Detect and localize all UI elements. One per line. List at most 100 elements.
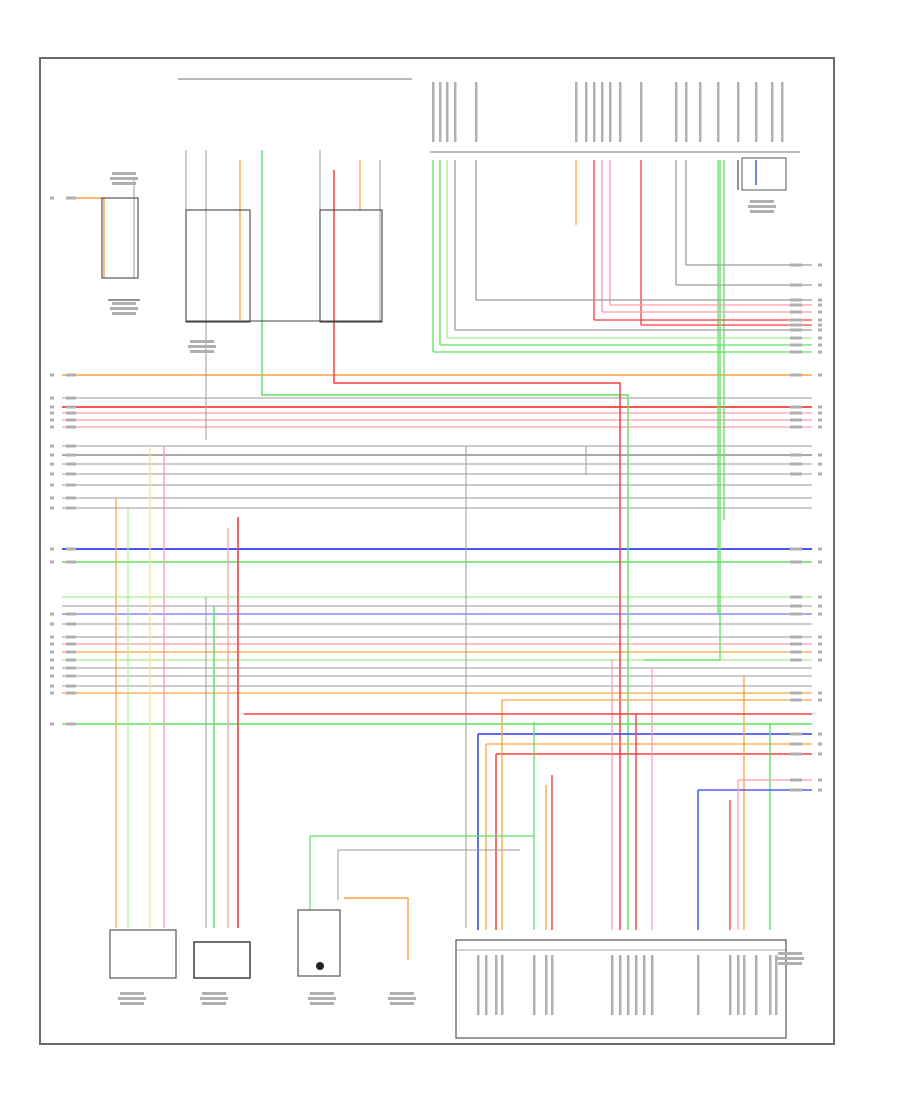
label-mark-42 xyxy=(50,658,54,662)
label-mark-36 xyxy=(50,635,54,639)
label-mark-143 xyxy=(781,82,784,142)
label-mark-168 xyxy=(110,307,138,310)
label-mark-38 xyxy=(50,642,54,646)
label-mark-129 xyxy=(575,82,578,142)
switch-group-b xyxy=(319,209,383,323)
label-mark-4 xyxy=(50,396,54,400)
label-mark-64 xyxy=(790,318,802,322)
label-mark-31 xyxy=(66,560,76,564)
label-mark-106 xyxy=(790,650,802,654)
label-mark-79 xyxy=(818,405,822,409)
label-mark-2 xyxy=(50,373,54,377)
label-mark-108 xyxy=(790,658,802,662)
label-mark-94 xyxy=(790,560,802,564)
diagram-frame xyxy=(39,57,835,1045)
wire-green-88 xyxy=(644,160,721,661)
label-mark-148 xyxy=(533,955,536,1015)
label-mark-86 xyxy=(790,453,802,457)
label-mark-153 xyxy=(627,955,630,1015)
label-mark-58 xyxy=(790,298,802,302)
label-mark-164 xyxy=(112,172,136,175)
label-mark-144 xyxy=(477,955,480,1015)
label-mark-138 xyxy=(699,82,702,142)
label-mark-35 xyxy=(66,622,76,626)
label-mark-78 xyxy=(790,405,802,409)
label-mark-85 xyxy=(818,425,822,429)
label-mark-95 xyxy=(818,560,822,564)
label-mark-92 xyxy=(790,547,802,551)
label-mark-29 xyxy=(66,547,76,551)
label-mark-26 xyxy=(50,506,54,510)
label-mark-74 xyxy=(790,350,802,354)
label-mark-120 xyxy=(790,778,802,782)
wire-green-60 xyxy=(261,150,629,930)
label-mark-133 xyxy=(609,82,612,142)
label-mark-184 xyxy=(390,1002,414,1005)
label-mark-182 xyxy=(390,992,414,995)
label-mark-146 xyxy=(495,955,498,1015)
label-mark-131 xyxy=(593,82,596,142)
label-mark-44 xyxy=(50,666,54,670)
label-mark-67 xyxy=(818,323,822,327)
label-mark-156 xyxy=(651,955,654,1015)
label-mark-19 xyxy=(66,462,76,466)
label-mark-24 xyxy=(50,496,54,500)
label-mark-20 xyxy=(50,472,54,476)
label-mark-7 xyxy=(66,405,76,409)
label-mark-99 xyxy=(818,604,822,608)
label-mark-188 xyxy=(750,200,774,203)
ground-symbol-icon xyxy=(316,962,324,970)
label-mark-33 xyxy=(66,612,76,616)
label-mark-71 xyxy=(818,336,822,340)
label-mark-141 xyxy=(755,82,758,142)
label-mark-110 xyxy=(790,691,802,695)
label-mark-160 xyxy=(743,955,746,1015)
label-mark-174 xyxy=(118,997,146,1000)
label-mark-61 xyxy=(818,303,822,307)
label-mark-170 xyxy=(190,340,214,343)
label-mark-10 xyxy=(50,418,54,422)
label-mark-165 xyxy=(110,177,138,180)
label-mark-145 xyxy=(485,955,488,1015)
label-mark-140 xyxy=(737,82,740,142)
label-mark-63 xyxy=(818,310,822,314)
label-mark-180 xyxy=(308,997,336,1000)
label-mark-109 xyxy=(818,658,822,662)
label-mark-136 xyxy=(675,82,678,142)
label-mark-132 xyxy=(601,82,604,142)
label-mark-51 xyxy=(66,691,76,695)
label-mark-68 xyxy=(790,328,802,332)
label-mark-135 xyxy=(640,82,643,142)
label-mark-27 xyxy=(66,506,76,510)
label-mark-81 xyxy=(818,411,822,415)
wires-layer xyxy=(62,150,812,960)
label-mark-22 xyxy=(50,483,54,487)
label-mark-28 xyxy=(50,547,54,551)
label-mark-49 xyxy=(66,684,76,688)
label-mark-149 xyxy=(545,955,548,1015)
label-mark-116 xyxy=(790,742,802,746)
label-mark-115 xyxy=(818,732,822,736)
label-mark-1 xyxy=(66,196,76,200)
label-mark-56 xyxy=(790,283,802,287)
label-mark-134 xyxy=(619,82,622,142)
label-mark-152 xyxy=(619,955,622,1015)
label-mark-41 xyxy=(66,650,76,654)
label-mark-151 xyxy=(611,955,614,1015)
label-mark-18 xyxy=(50,462,54,466)
label-mark-107 xyxy=(818,650,822,654)
label-mark-121 xyxy=(818,778,822,782)
label-mark-111 xyxy=(818,691,822,695)
label-mark-166 xyxy=(112,182,136,185)
label-mark-177 xyxy=(200,997,228,1000)
label-mark-98 xyxy=(790,604,802,608)
label-mark-77 xyxy=(818,373,822,377)
label-mark-105 xyxy=(818,642,822,646)
label-mark-147 xyxy=(501,955,504,1015)
label-mark-161 xyxy=(755,955,758,1015)
label-mark-125 xyxy=(439,82,442,142)
label-mark-183 xyxy=(388,997,416,1000)
label-mark-137 xyxy=(685,82,688,142)
label-mark-57 xyxy=(818,283,822,287)
label-mark-16 xyxy=(50,453,54,457)
